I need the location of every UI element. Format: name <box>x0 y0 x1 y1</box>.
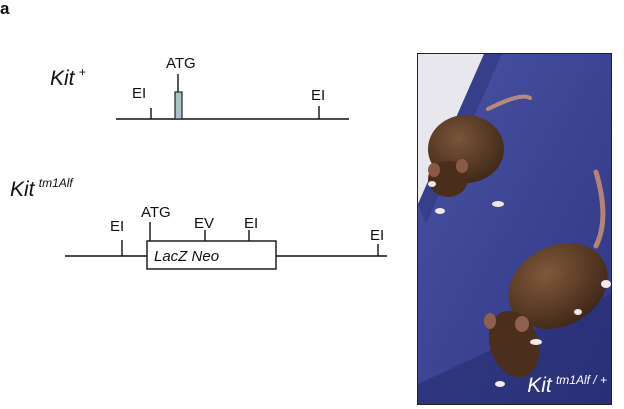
wildtype-allele-label: Kit + <box>50 65 86 90</box>
targeted-ei-mid-label: EI <box>244 215 259 232</box>
panel-label: a <box>0 0 10 18</box>
photo-caption: Kit tm1Alf / + <box>527 373 607 398</box>
lower-mouse <box>484 169 611 387</box>
wildtype-map <box>116 74 349 120</box>
targeted-allele-sup: tm1Alf <box>38 176 73 190</box>
photo-caption-name: Kit <box>527 374 552 397</box>
lacz-neo-cassette <box>146 240 277 270</box>
wildtype-exon-box <box>174 91 183 120</box>
lacz-neo-label: LacZ Neo <box>154 248 220 265</box>
targeted-ei-left-label: EI <box>110 218 125 235</box>
gene-maps <box>65 74 387 270</box>
photo-caption-sup: tm1Alf / + <box>555 373 607 387</box>
upper-mouse <box>428 94 532 214</box>
targeted-allele-label: Kit tm1Alf <box>10 176 73 201</box>
targeted-ei-right-label: EI <box>370 227 385 244</box>
targeted-atg-label: ATG <box>141 204 171 221</box>
wildtype-allele-name: Kit <box>50 67 75 90</box>
mouse-photo-art <box>418 54 611 404</box>
wildtype-ei-left-label: EI <box>132 85 147 102</box>
wildtype-atg-label: ATG <box>166 55 196 72</box>
mouse-photo: Kit tm1Alf / + <box>417 53 612 405</box>
targeted-allele-name: Kit <box>10 178 35 201</box>
targeted-ev-label: EV <box>194 215 215 232</box>
wildtype-ei-right-label: EI <box>311 87 326 104</box>
wildtype-allele-sup: + <box>78 65 86 79</box>
targeted-map <box>65 222 387 270</box>
